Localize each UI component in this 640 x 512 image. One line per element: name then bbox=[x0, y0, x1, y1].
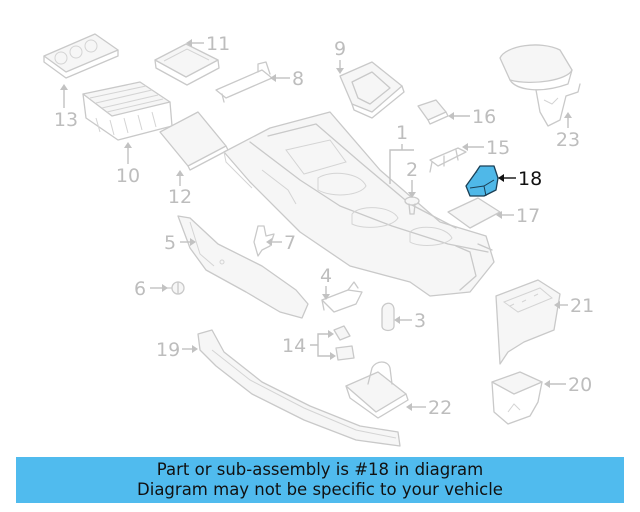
part-23-armrest bbox=[499, 44, 581, 127]
callout-19: 19 bbox=[156, 339, 198, 361]
callout-number: 13 bbox=[54, 109, 78, 131]
callout-number: 21 bbox=[570, 295, 594, 317]
callout-number: 6 bbox=[134, 278, 146, 300]
part-17-pad bbox=[447, 197, 501, 229]
callout-number: 2 bbox=[406, 159, 418, 181]
callout-number: 15 bbox=[486, 137, 510, 159]
callout-17: 17 bbox=[496, 205, 540, 227]
callout-4: 4 bbox=[320, 265, 332, 300]
callout-number: 17 bbox=[516, 205, 540, 227]
part-3-knob bbox=[381, 302, 395, 332]
part-7-clip bbox=[253, 225, 275, 257]
callout-number: 10 bbox=[116, 165, 140, 187]
callout-11: 11 bbox=[186, 33, 230, 55]
part-16-clip bbox=[417, 99, 449, 125]
part-5-side-panel bbox=[177, 215, 309, 319]
part-12-pad bbox=[159, 111, 229, 171]
callout-number: 16 bbox=[472, 106, 496, 128]
part-4-bracket bbox=[321, 281, 363, 313]
callout-13: 13 bbox=[54, 84, 78, 131]
callout-number: 9 bbox=[334, 38, 346, 60]
callout-number: 23 bbox=[556, 129, 580, 151]
callout-number: 14 bbox=[282, 335, 306, 357]
callout-21: 21 bbox=[554, 295, 594, 317]
part-15-bracket bbox=[429, 147, 467, 173]
callout-20: 20 bbox=[544, 374, 592, 396]
callout-number: 11 bbox=[206, 33, 230, 55]
callout-1: 1 bbox=[389, 122, 414, 184]
callout-number: 8 bbox=[292, 68, 304, 90]
part-6-push-pin bbox=[165, 281, 185, 295]
callout-15: 15 bbox=[462, 137, 510, 159]
part-9-trim-frame bbox=[339, 61, 405, 119]
callout-7: 7 bbox=[266, 232, 296, 254]
info-banner: Part or sub-assembly is #18 in diagram D… bbox=[16, 457, 624, 503]
callout-8: 8 bbox=[270, 68, 304, 90]
callout-number: 4 bbox=[320, 265, 332, 287]
part-10-grille bbox=[82, 81, 173, 141]
callout-22: 22 bbox=[406, 397, 452, 419]
part-22-shifter-base bbox=[345, 361, 409, 419]
part-2-screw bbox=[404, 196, 420, 215]
callout-number: 20 bbox=[568, 374, 592, 396]
part-20-cup-holder bbox=[491, 371, 543, 425]
part-8-bracket bbox=[215, 61, 273, 103]
callout-12: 12 bbox=[168, 170, 192, 208]
part-13-vent-panel bbox=[43, 33, 119, 79]
callout-number: 12 bbox=[168, 186, 192, 208]
part-14-small-parts bbox=[333, 325, 355, 361]
part-1-console-body bbox=[223, 111, 495, 297]
callout-number: 18 bbox=[518, 168, 542, 190]
callout-2: 2 bbox=[406, 159, 418, 198]
banner-line-disclaimer: Diagram may not be specific to your vehi… bbox=[137, 480, 503, 499]
part-19-trim-strip bbox=[197, 329, 401, 447]
callout-number: 19 bbox=[156, 339, 180, 361]
callout-9: 9 bbox=[334, 38, 346, 74]
callout-number: 5 bbox=[164, 232, 176, 254]
part-21-vent-housing bbox=[495, 279, 561, 365]
callout-10: 10 bbox=[116, 142, 140, 187]
callout-number: 7 bbox=[284, 232, 296, 254]
callout-6: 6 bbox=[134, 278, 168, 300]
callout-3: 3 bbox=[394, 310, 426, 332]
part-11-tray bbox=[154, 43, 220, 86]
part-18-bracket-highlighted bbox=[465, 165, 499, 197]
callout-14: 14 bbox=[282, 330, 336, 360]
callout-number: 1 bbox=[396, 122, 408, 144]
callout-number: 22 bbox=[428, 397, 452, 419]
callout-5: 5 bbox=[164, 232, 196, 254]
callout-number: 3 bbox=[414, 310, 426, 332]
callout-23: 23 bbox=[556, 112, 580, 151]
exploded-parts-diagram: 1 2 3 4 5 6 7 8 9 10 bbox=[43, 33, 594, 447]
callout-18: 18 bbox=[498, 168, 542, 190]
callout-16: 16 bbox=[448, 106, 496, 128]
banner-line-part-number: Part or sub-assembly is #18 in diagram bbox=[156, 460, 484, 479]
